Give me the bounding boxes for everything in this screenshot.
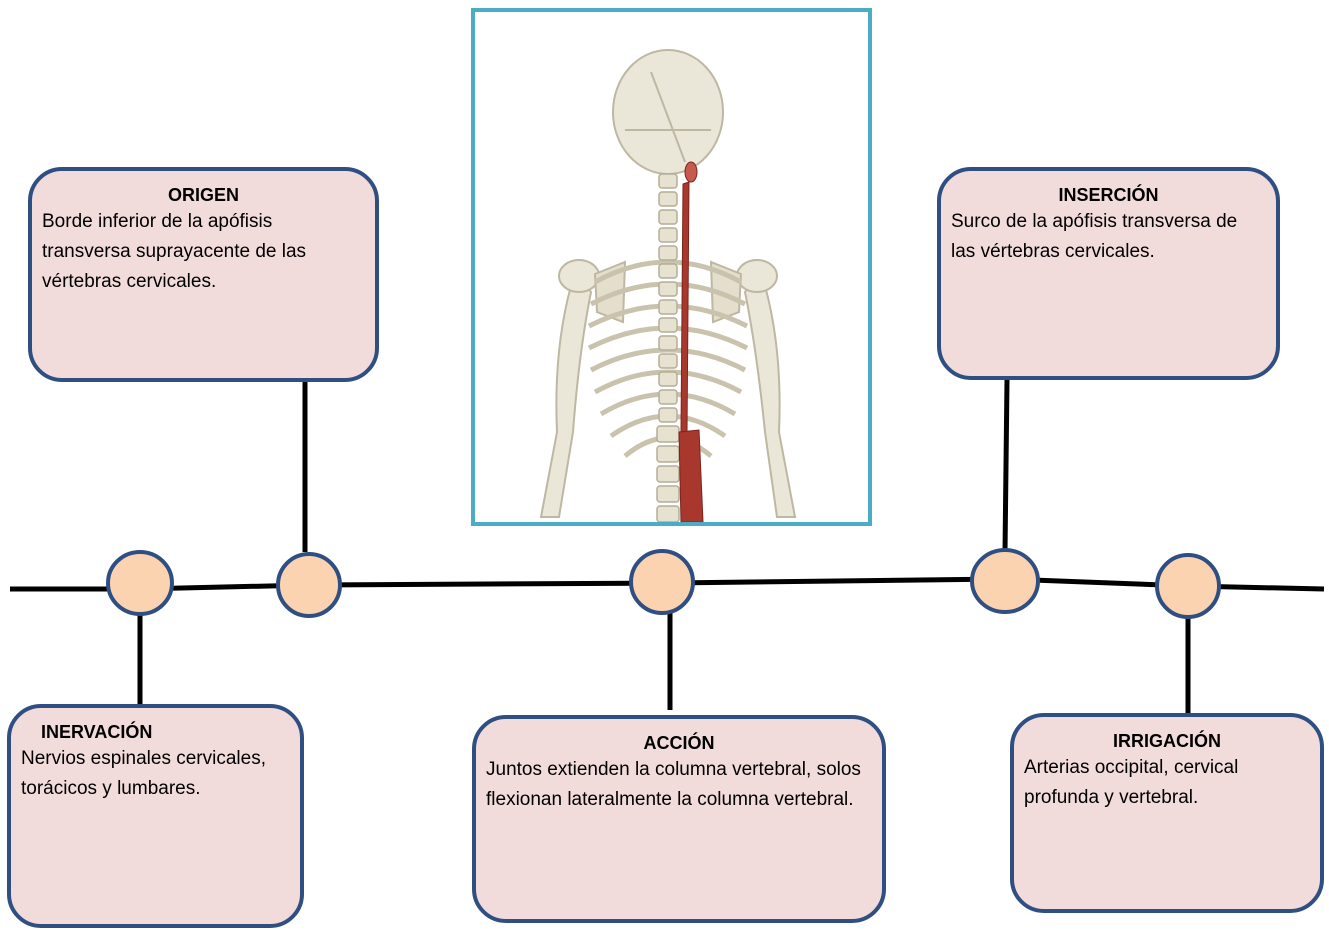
accion-text: Juntos extienden la columna vertebral, s… — [486, 755, 872, 815]
inervacion-text: Nervios espinales cervicales, torácicos … — [21, 744, 290, 804]
insercion-text: Surco de la apófisis transversa de las v… — [951, 207, 1266, 267]
skeleton-illustration — [475, 12, 868, 522]
node-accion — [631, 551, 693, 613]
node-inervacion — [108, 552, 172, 614]
left-arm — [541, 272, 591, 517]
skull — [613, 50, 723, 174]
origen-text: Borde inferior de la apófisis transversa… — [42, 207, 365, 297]
node-irrigacion — [1157, 555, 1219, 617]
right-arm — [745, 272, 795, 517]
irrigacion-text: Arterias occipital, cervical profunda y … — [1024, 753, 1310, 813]
skeleton-image — [471, 8, 872, 526]
accion-title: ACCIÓN — [486, 731, 872, 755]
node-insercion — [972, 550, 1038, 612]
node-origen — [278, 554, 340, 616]
irrigacion-box: IRRIGACIÓN Arterias occipital, cervical … — [1010, 713, 1324, 913]
highlighted-muscle — [679, 162, 703, 522]
inervacion-box: INERVACIÓN Nervios espinales cervicales,… — [7, 704, 304, 928]
origen-title: ORIGEN — [42, 183, 365, 207]
connector-insercion — [1005, 380, 1007, 552]
accion-box: ACCIÓN Juntos extienden la columna verte… — [472, 715, 886, 923]
inervacion-title: INERVACIÓN — [21, 720, 290, 744]
insercion-title: INSERCIÓN — [951, 183, 1266, 207]
irrigacion-title: IRRIGACIÓN — [1024, 729, 1310, 753]
origen-box: ORIGEN Borde inferior de la apófisis tra… — [28, 167, 379, 382]
insercion-box: INSERCIÓN Surco de la apófisis transvers… — [937, 167, 1280, 380]
